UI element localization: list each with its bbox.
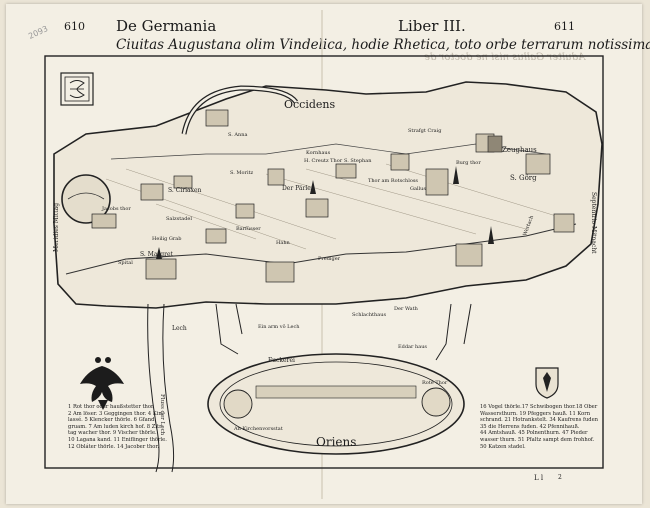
place-label: S. Anna [228, 132, 247, 138]
place-label: Strafgt Craig [408, 128, 442, 134]
legend-line: gruam. 7 Am luden kirch hof. 8 Zitr [68, 423, 162, 430]
place-label: Prediger [318, 256, 341, 262]
map-title: Ciuitas Augustana olim Vindelica, hodie … [116, 37, 650, 53]
place-label: H. Creutz Thor [304, 158, 343, 164]
place-label: S. Margret [140, 251, 174, 258]
legend-line: 16 Vogel thörle.17 Schwibogen thor.18 Ob… [480, 404, 598, 410]
place-label: Fuckerei [268, 357, 295, 364]
place-label: Spital [118, 260, 133, 266]
legend-line: 12 Obláter thörle. 14 Jacober thor. [68, 443, 159, 450]
place-label: Der Pärle [282, 185, 311, 192]
city-arms-icon [535, 367, 559, 399]
place-label: S. Moritz [230, 170, 254, 176]
map-frame [44, 55, 604, 469]
city-walls [53, 81, 603, 309]
legend-line: 1 Rot thor oder haußstetter thor. [68, 404, 155, 410]
legend-line: 44 Amtshauß. 45 Polnenthurn. 47 Pieder [480, 430, 588, 437]
place-label: Burg thor [456, 160, 481, 166]
legend-line: lassé. 5 Klencker thörle. 6 Gfand [68, 417, 155, 424]
legend-line: schrand. 21 Hotrankstelt. 34 Kaufrens fu… [480, 417, 599, 424]
map-note: Eddar haus [398, 344, 427, 350]
imperial-eagle-icon [80, 357, 124, 410]
legend-line: 35 die Herrens fuden. 42 Pfennihauß. [480, 423, 580, 430]
place-label: S. Ciriaxen [168, 187, 202, 194]
legend-line: tag wacher thor. 9 Vischer thörle. [68, 430, 157, 437]
legend-left: 1 Rot thor oder haußstetter thor. 2 Am l… [68, 404, 167, 450]
place-label: Heilig Grab [152, 236, 181, 242]
legend-right: 16 Vogel thörle.17 Schwibogen thor.18 Ob… [480, 404, 598, 450]
place-label: Rote Thor [422, 380, 448, 386]
left-running-head: De Germania [116, 17, 217, 35]
terrain-hatching [105, 163, 567, 250]
place-label: Gallus [410, 186, 426, 192]
southern-suburb [207, 353, 465, 455]
place-label: Lech [172, 325, 187, 332]
map-note: An Kirchenvorsstat [233, 426, 283, 432]
label-meridies: Meridies Mittag [53, 203, 60, 252]
place-label: Schlachthaus [352, 312, 386, 318]
place-label: Barfüsser [236, 226, 261, 232]
city-map: Occidens Oriens Meridies Mittag Septentr… [44, 10, 604, 499]
place-label: Der Wath [394, 306, 419, 312]
place-label: S. Görg [510, 174, 537, 182]
place-label: Kornhaus [306, 150, 331, 156]
right-running-head: Liber III. [398, 17, 466, 35]
left-bastion [61, 174, 111, 224]
compass-rose-icon [60, 72, 94, 106]
place-label: Hahn [276, 240, 291, 246]
building-clusters [91, 109, 575, 283]
legend-line: Wassersthurn. 19 Pfeggers hauß. 11 Korn [480, 410, 591, 417]
left-page-number: 610 [64, 20, 85, 33]
legend-line: wasser thurn. 51 Pfaltz sampt dem frohho… [480, 436, 595, 443]
place-label: Salzstadel [166, 216, 192, 222]
map-sheet: 610 De Germania Liber III. 611 Ciuitas A… [6, 4, 650, 504]
signature-mark: L l [534, 474, 544, 482]
map-note: Ein arm vō Lech [258, 324, 300, 330]
place-label: Zeughaus [502, 146, 537, 154]
legend-line: 10 Lagana kand. 11 Eniflinger thörle. [68, 436, 167, 443]
river-label: Fluss der Lech [159, 394, 165, 436]
label-oriens: Oriens [316, 435, 356, 449]
signature-number: 2 [558, 474, 562, 481]
legend-line: 2 Am löser. 3 Geggingen thor. 4 Kin- [68, 410, 164, 417]
legend-line: 50 Katzen stadel. [480, 443, 526, 450]
right-page-number: 611 [554, 20, 575, 33]
place-label: S. Stephan [344, 158, 372, 164]
place-label: Thor am Rotschloss [368, 178, 418, 184]
label-septentrio: Septentrio Mitnacht [590, 192, 597, 254]
place-label: Jacobs thor [101, 206, 131, 212]
label-occidens: Occidens [284, 98, 335, 111]
